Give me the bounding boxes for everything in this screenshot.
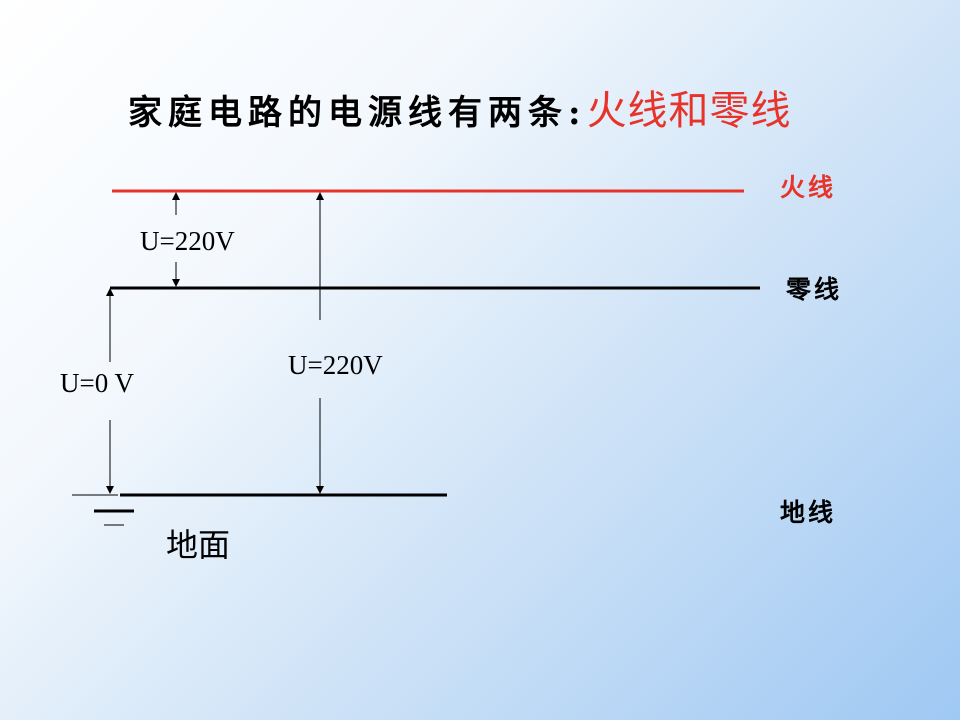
voltage-fire-neutral: U=220V [140,226,235,256]
title-main: 家庭电路的电源线有两条: [128,93,587,133]
voltage-neutral-earth: U=0 V [60,368,134,398]
fire-wire-label: 火线 [780,173,837,202]
voltage-fire-earth: U=220V [288,350,383,380]
slide-title: 家庭电路的电源线有两条:火线和零线 [128,78,928,136]
ground-symbol-icon [72,494,134,526]
ground-label: 地面 [166,526,231,564]
title-highlight: 火线和零线 [586,88,792,134]
earth-wire-label: 地线 [780,498,837,527]
neutral-wire-label: 零线 [786,275,843,304]
